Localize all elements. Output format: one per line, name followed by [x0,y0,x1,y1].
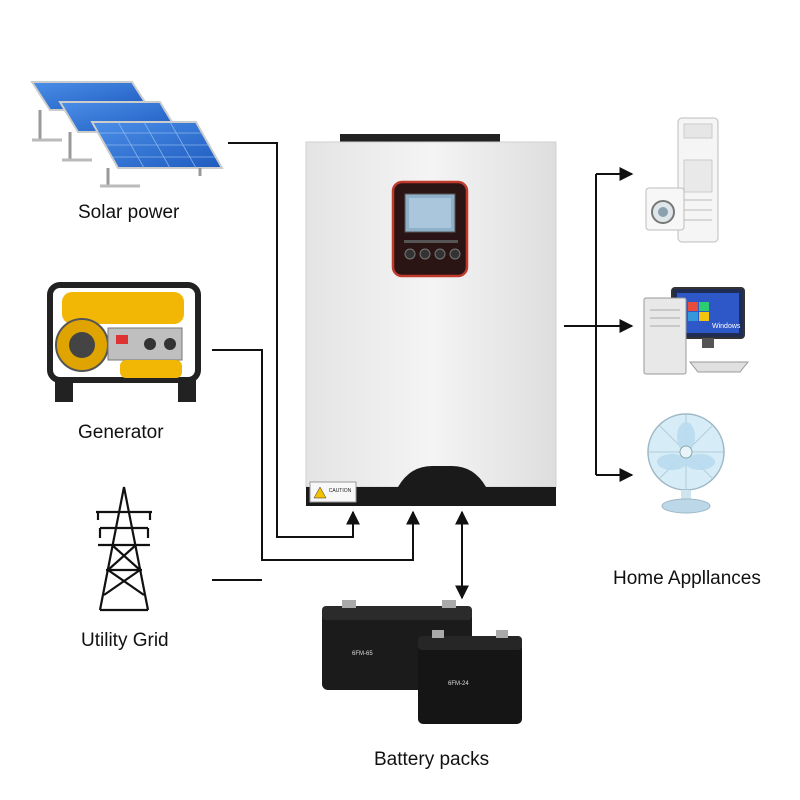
connector-lines [212,142,634,600]
generator-label: Generator [78,422,164,443]
battery-small: 6FM-24 [418,630,522,724]
battery-small-model: 6FM-24 [448,681,469,687]
home-appliances-label: Home Appllances [613,568,761,589]
generator-to-inverter-line [212,349,420,561]
utility-grid-label: Utility Grid [81,630,169,651]
fan-icon [647,413,725,514]
transmission-tower-icon [96,486,152,612]
air-conditioner-icon [677,117,719,243]
solar-panel-icon [30,81,224,188]
caution-label: CAUTION [329,488,352,494]
inverter-icon: CAUTION [305,134,557,506]
battery-packs-label: Battery packs [374,749,490,770]
solar-panel-front [90,121,224,188]
solar-to-inverter-line [228,142,360,538]
battery-icon: 6FM-65 6FM-24 [322,600,522,724]
generator-icon [47,282,201,402]
monitor-brand: Windows [712,323,741,330]
battery-large-model: 6FM-65 [352,651,373,657]
washing-machine-icon [645,187,685,231]
control-panel [391,180,469,278]
solar-power-label: Solar power [78,202,180,223]
computer-icon: Windows [643,287,750,375]
